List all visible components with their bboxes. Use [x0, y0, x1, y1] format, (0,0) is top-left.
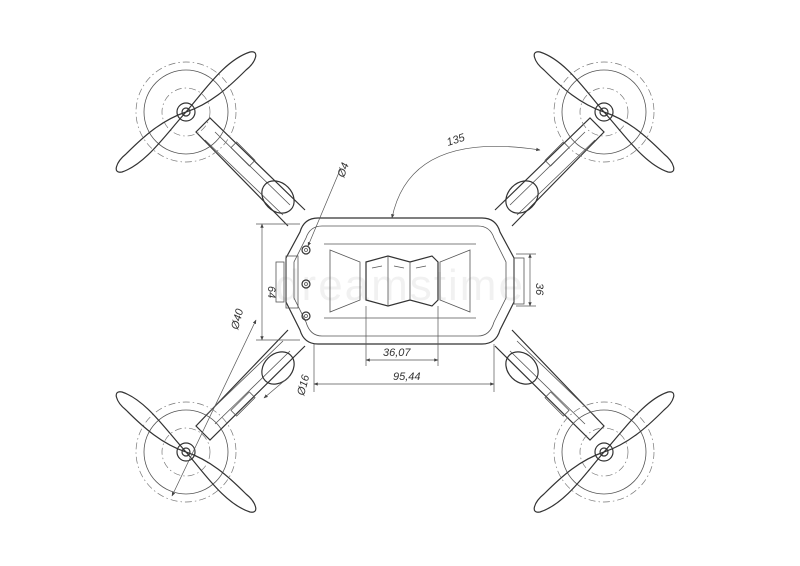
dimension-hole: Ø4 — [307, 161, 352, 247]
arm-bottom-left — [195, 329, 306, 441]
dimension-pod-diameter: Ø40 — [171, 307, 257, 497]
dimension-motor-diameter: Ø16 — [263, 373, 313, 399]
motor-dia-label: Ø16 — [295, 373, 312, 398]
dimension-height: 64 — [256, 223, 300, 341]
arm-top-right — [494, 117, 605, 227]
rotor-bottom-left — [115, 391, 257, 513]
arm-bottom-right — [494, 329, 605, 441]
frame-body — [275, 217, 525, 345]
mount-holes — [301, 245, 311, 321]
angle-label: 135 — [445, 131, 467, 148]
hole-dia-label: Ø4 — [335, 161, 352, 180]
dimension-angle: 135 — [391, 131, 541, 219]
arm-top-left — [195, 117, 306, 227]
battery-pack — [365, 255, 439, 307]
frame-height-label: 64 — [265, 286, 277, 298]
inner-width-label: 36,07 — [383, 347, 411, 359]
battery-width-label: 36 — [533, 283, 545, 296]
dimension-outer-width: 95,44 — [313, 344, 495, 392]
rotor-bottom-right — [533, 391, 675, 513]
dimension-battery-width: 36 — [516, 253, 545, 307]
pod-dia-label: Ø40 — [229, 307, 246, 332]
dimension-inner-width: 36,07 — [365, 306, 439, 366]
rotor-top-right — [533, 51, 675, 173]
rotor-top-left — [115, 51, 257, 173]
watermark: dreamstime — [275, 261, 525, 310]
outer-width-label: 95,44 — [393, 371, 421, 383]
